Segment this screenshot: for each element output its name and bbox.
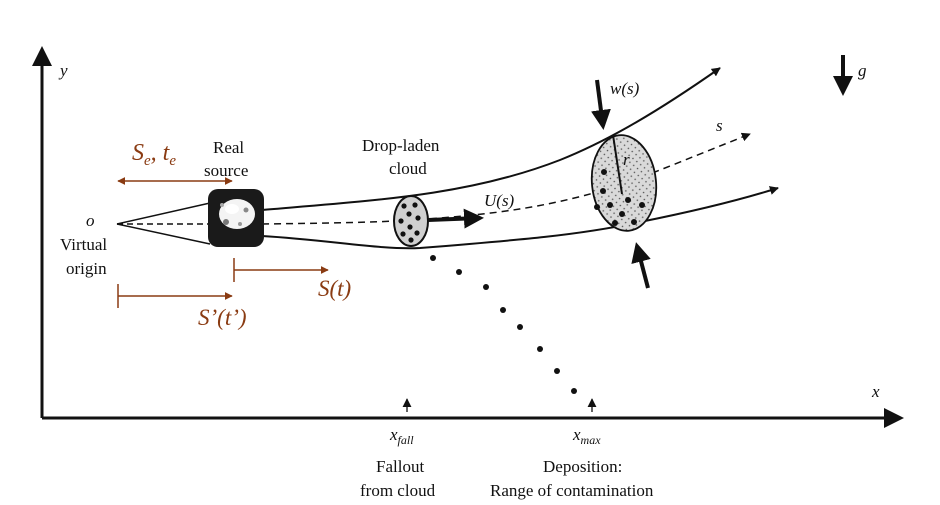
annotation-s-prime: S’(t’) xyxy=(117,284,247,330)
x-fall-label: xfall xyxy=(389,425,414,447)
fallout-label-2: from cloud xyxy=(360,481,436,500)
deposition-label-1: Deposition: xyxy=(543,457,622,476)
cloud-label-1: Drop-laden xyxy=(362,136,440,155)
s-prime-label: S’(t’) xyxy=(198,305,247,330)
path-coordinate-label: s xyxy=(716,116,723,135)
x-max-label: xmax xyxy=(572,425,601,447)
origin-label: o xyxy=(86,211,95,230)
annotation-se-te: Se, te xyxy=(117,140,233,185)
s-of-t-label: S(t) xyxy=(318,276,351,301)
gravity-label: g xyxy=(858,61,867,80)
entrainment-arrow-bottom xyxy=(631,242,651,289)
velocity-label: U(s) xyxy=(484,191,515,210)
axes: y x xyxy=(32,46,904,428)
virtual-cone xyxy=(116,202,211,245)
annotation-s-of-t: S(t) xyxy=(233,258,351,301)
se-te-label: Se, te xyxy=(132,140,176,169)
plume-centerline xyxy=(261,132,751,225)
real-source-label-2: source xyxy=(204,161,248,180)
entrainment-arrow-top xyxy=(591,79,611,130)
real-source xyxy=(208,189,264,247)
deposition-label-2: Range of contamination xyxy=(490,481,654,500)
radius-line xyxy=(612,134,623,195)
x-axis-label: x xyxy=(871,382,880,401)
entrainment-label: w(s) xyxy=(610,79,640,98)
x-max-marker: xmax xyxy=(572,398,601,447)
gravity-indicator: g xyxy=(833,55,867,96)
real-source-label-1: Real xyxy=(213,138,244,157)
virtual-origin-label-1: Virtual xyxy=(60,235,107,254)
fallout-label-1: Fallout xyxy=(376,457,424,476)
x-fall-marker: xfall xyxy=(389,398,414,447)
virtual-origin-label-2: origin xyxy=(66,259,107,278)
fallout-trajectory xyxy=(430,255,577,394)
radius-label: r xyxy=(623,150,630,169)
plume-lower-boundary xyxy=(261,186,779,250)
cloud-label-2: cloud xyxy=(389,159,427,178)
velocity-arrow xyxy=(427,208,484,229)
drop-laden-cloud xyxy=(393,195,429,247)
plume-upper-boundary xyxy=(261,67,721,211)
y-axis-label: y xyxy=(58,61,68,80)
large-cloud-section: r xyxy=(590,134,658,232)
